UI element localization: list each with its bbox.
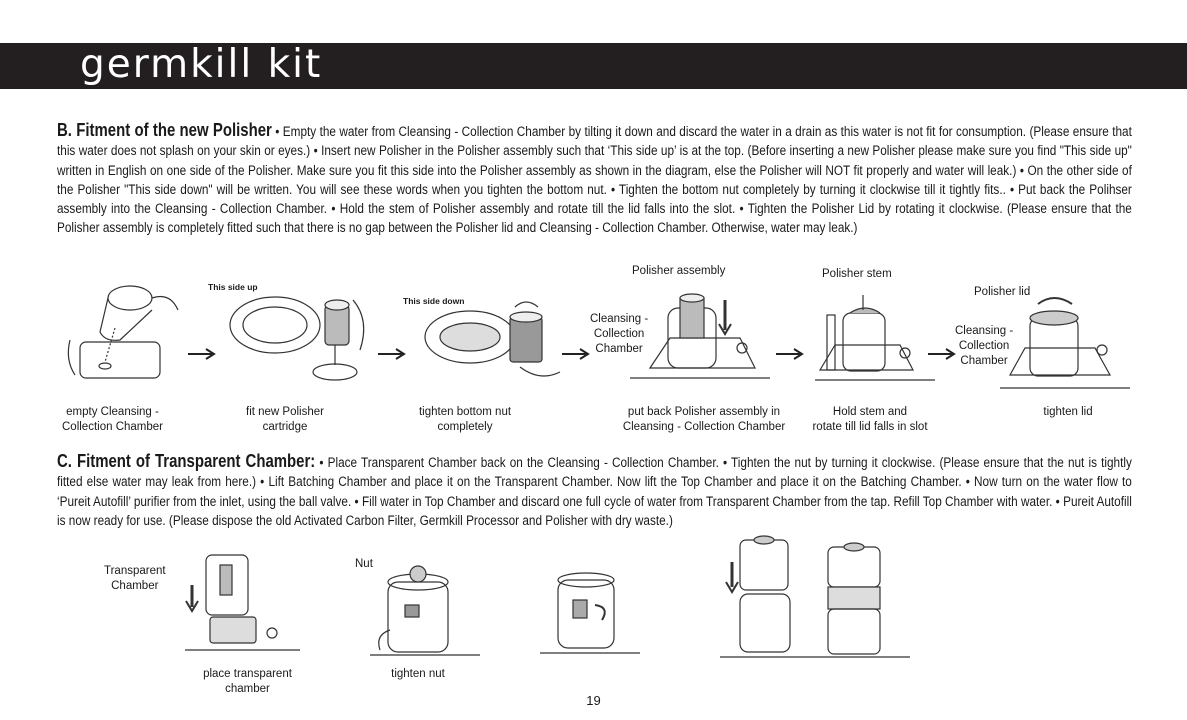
illustration-empty-chamber (67, 285, 179, 379)
label-this-side-down: This side down (403, 296, 465, 306)
illustration-tighten-nut (370, 565, 480, 656)
label-line: Transparent (104, 565, 166, 577)
label-polisher-lid: Polisher lid (974, 286, 1031, 298)
caption-tighten-nut: tighten nut (375, 667, 461, 682)
caption-line: empty Cleansing - (66, 406, 159, 418)
caption-line: tighten bottom nut (418, 406, 512, 418)
caption-line: place transparent (203, 668, 292, 680)
section-b-heading: B. Fitment of the new Polisher (57, 120, 272, 140)
label-line: Chamber (960, 355, 1008, 367)
caption-line: fit new Polisher (246, 406, 324, 418)
label-nut: Nut (355, 558, 373, 570)
caption-line: Cleansing - Collection Chamber (622, 421, 786, 433)
caption-empty-chamber: empty Cleansing - Collection Chamber (50, 405, 175, 435)
illustration-place-transparent-chamber (185, 554, 300, 651)
caption-line: rotate till lid falls in slot (812, 421, 928, 433)
caption-place-transparent-chamber: place transparent chamber (190, 667, 305, 697)
label-this-side-up: This side up (208, 282, 258, 292)
caption-line: tighten lid (1043, 406, 1093, 418)
arrow-icon (562, 348, 590, 360)
arrow-icon (188, 348, 216, 360)
illustration-hold-stem (815, 295, 935, 381)
caption-tighten-lid: tighten lid (1025, 405, 1111, 420)
page-title: germkill kit (80, 42, 323, 87)
label-cleansing-chamber-2: Cleansing - Collection Chamber (955, 324, 1013, 369)
illustration-tighten-bottom-nut (424, 301, 561, 377)
arrow-icon (928, 348, 956, 360)
illustration-turn-on-water (540, 572, 640, 654)
illustration-put-back-assembly (630, 293, 770, 379)
arrow-icon (776, 348, 804, 360)
caption-line: chamber (225, 683, 270, 695)
caption-line: tighten nut (391, 668, 445, 680)
section-c-paragraph: C. Fitment of Transparent Chamber: • Pla… (57, 451, 1132, 531)
caption-put-back-assembly: put back Polisher assembly in Cleansing … (612, 405, 796, 435)
label-line: Collection (958, 340, 1010, 352)
caption-line: Collection Chamber (62, 421, 163, 433)
section-b-body: • Empty the water from Cleansing - Colle… (57, 124, 1132, 237)
label-polisher-stem: Polisher stem (822, 268, 892, 280)
caption-line: put back Polisher assembly in (627, 406, 781, 418)
caption-line: completely (437, 421, 493, 433)
label-line: Collection (593, 328, 645, 340)
header-bar: germkill kit (0, 42, 1187, 89)
label-line: Cleansing - (955, 325, 1014, 337)
caption-line: Hold stem and (832, 406, 908, 418)
section-b-paragraph: B. Fitment of the new Polisher • Empty t… (57, 120, 1132, 239)
caption-tighten-bottom-nut: tighten bottom nut completely (400, 405, 530, 435)
label-line: Chamber (111, 580, 159, 592)
caption-line: cartridge (262, 421, 308, 433)
illustration-tighten-lid (1000, 297, 1130, 389)
caption-hold-stem: Hold stem and rotate till lid falls in s… (802, 405, 938, 435)
label-transparent-chamber: Transparent Chamber (104, 564, 166, 594)
arrow-icon (378, 348, 406, 360)
page-number: 19 (586, 693, 601, 708)
illustration-stack-chambers (720, 535, 910, 658)
label-line: Cleansing - (590, 313, 649, 325)
illustration-fit-polisher (229, 296, 365, 381)
section-c-heading: C. Fitment of Transparent Chamber: (57, 451, 316, 471)
section-c-body: • Place Transparent Chamber back on the … (57, 455, 1132, 529)
caption-fit-polisher: fit new Polisher cartridge (225, 405, 345, 435)
label-cleansing-chamber: Cleansing - Collection Chamber (590, 312, 648, 357)
label-line: Chamber (595, 343, 643, 355)
label-polisher-assembly: Polisher assembly (632, 265, 726, 277)
